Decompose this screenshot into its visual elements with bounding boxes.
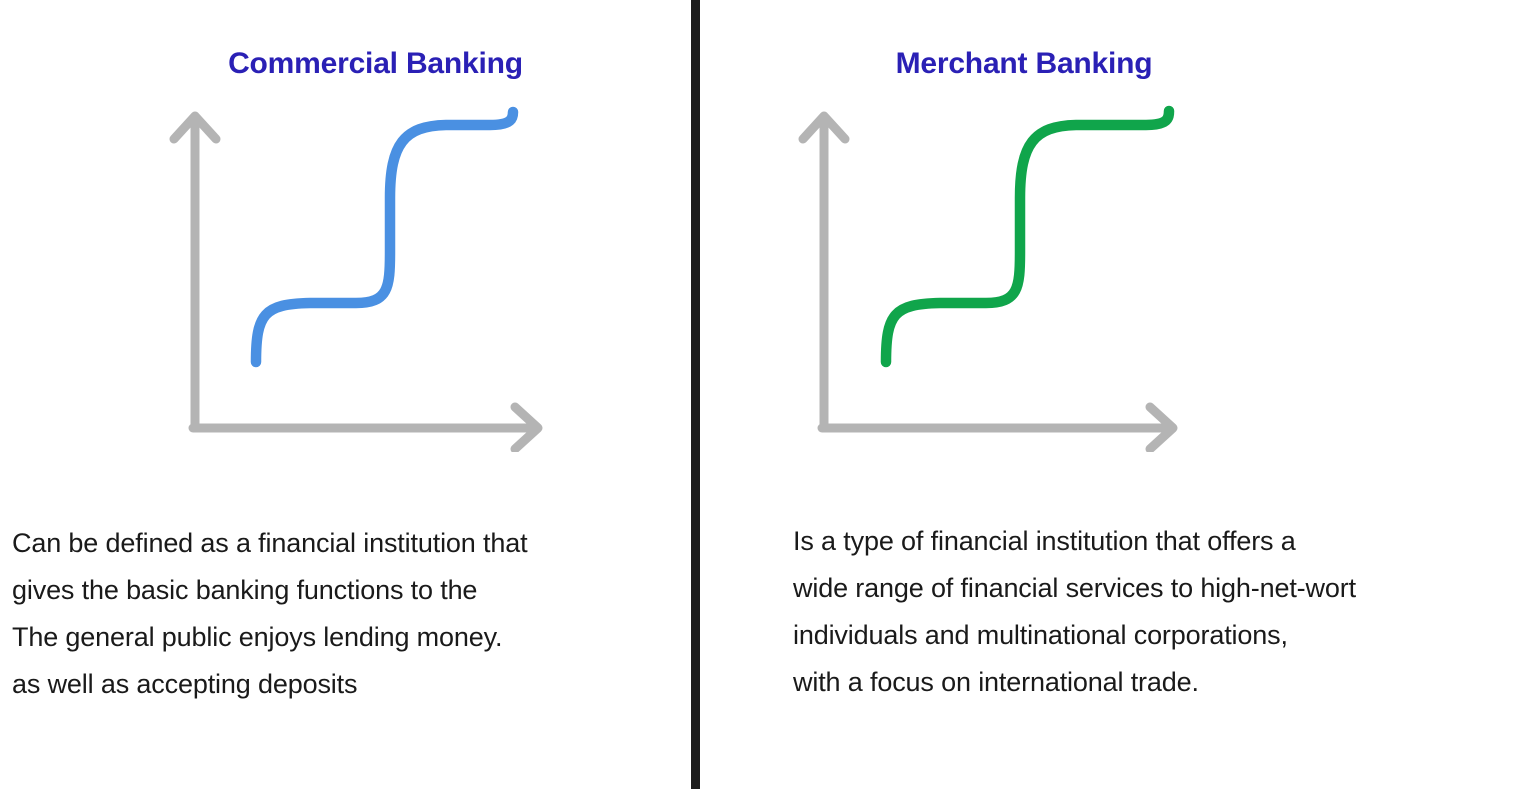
page-title-merchant-banking: Merchant Banking	[895, 47, 1153, 80]
description-merchant-banking: Is a type of financial institution that …	[793, 518, 1356, 706]
description-line: The general public enjoys lending money.	[12, 622, 503, 652]
description-commercial-banking: Can be defined as a financial institutio…	[12, 520, 528, 708]
description-line: with a focus on international trade.	[793, 667, 1199, 697]
panel-merchant-banking: Merchant Banking Is a type of financial …	[704, 0, 1518, 789]
y-axis-commercial	[169, 111, 221, 433]
x-axis-arrow-icon	[1145, 402, 1178, 452]
description-line: as well as accepting deposits	[12, 669, 358, 699]
growth-curve-commercial	[250, 106, 519, 368]
description-line: wide range of financial services to high…	[793, 573, 1356, 603]
x-axis-merchant	[817, 402, 1178, 452]
y-axis-merchant	[798, 111, 850, 433]
description-line: individuals and multinational corporatio…	[793, 620, 1288, 650]
y-axis-arrow-icon	[169, 111, 221, 144]
description-line: Can be defined as a financial institutio…	[12, 528, 528, 558]
panel-commercial-banking: Commercial Banking Can be defined as a f…	[0, 0, 691, 789]
y-axis-arrow-icon	[798, 111, 850, 144]
vertical-divider	[691, 0, 700, 789]
description-line: gives the basic banking functions to the	[12, 575, 478, 605]
chart-merchant-banking	[798, 105, 1178, 452]
description-line: Is a type of financial institution that …	[793, 526, 1296, 556]
page-title-commercial-banking: Commercial Banking	[228, 47, 523, 80]
chart-commercial-banking	[169, 106, 543, 452]
x-axis-commercial	[188, 402, 543, 452]
x-axis-arrow-icon	[510, 402, 543, 452]
growth-curve-merchant	[880, 105, 1175, 368]
